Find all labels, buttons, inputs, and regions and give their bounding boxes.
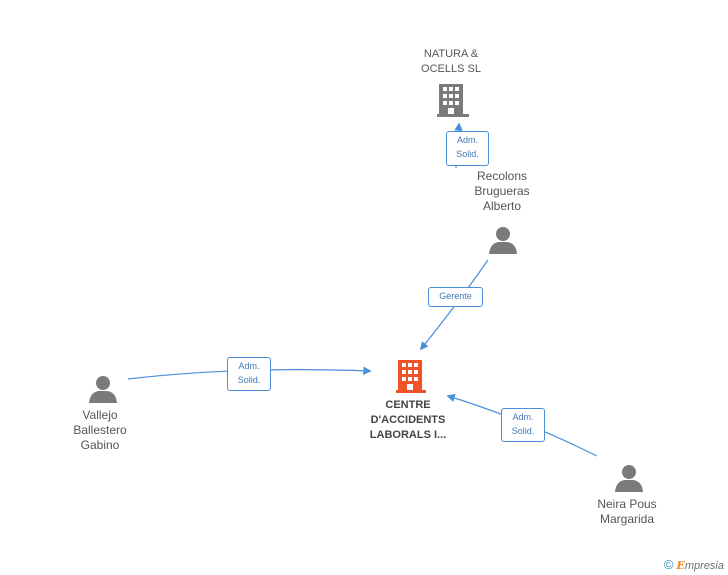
node-name: Neira Pous Margarida: [597, 497, 657, 526]
node-label-centre[interactable]: CENTRE D'ACCIDENTS LABORALS I...: [350, 398, 466, 443]
node-name: CENTRE D'ACCIDENTS LABORALS I...: [369, 399, 447, 441]
edge-label-recolons-centre[interactable]: Gerente: [428, 287, 483, 307]
edge-label-vallejo-centre[interactable]: Adm. Solid.: [227, 357, 271, 391]
brand-initial: E: [676, 559, 685, 572]
building-icon[interactable]: [437, 84, 469, 117]
brand-name: mpresia: [684, 560, 724, 572]
node-label-vallejo[interactable]: Vallejo Ballestero Gabino: [52, 408, 148, 453]
building-icon-focus[interactable]: [396, 360, 426, 393]
person-icon[interactable]: [615, 465, 643, 492]
node-label-neira[interactable]: Neira Pous Margarida: [577, 497, 677, 527]
node-name: NATURA & OCELLS SL: [421, 48, 481, 75]
edge-role: Adm. Solid.: [456, 135, 479, 159]
node-label-natura[interactable]: NATURA & OCELLS SL: [403, 47, 499, 77]
edge-label-neira-centre[interactable]: Adm. Solid.: [501, 408, 545, 442]
edge-label-recolons-natura[interactable]: Adm. Solid.: [446, 131, 489, 166]
edge-role: Gerente: [439, 291, 472, 301]
edge-role: Adm. Solid.: [237, 361, 261, 385]
node-name: Recolons Brugueras Alberto: [474, 169, 530, 213]
person-icon[interactable]: [89, 376, 117, 403]
brand-logo: ©Empresia: [664, 557, 724, 572]
node-label-recolons[interactable]: Recolons Brugueras Alberto: [452, 169, 552, 214]
edge-role: Adm. Solid.: [511, 412, 535, 436]
copyright-icon: ©: [663, 557, 674, 572]
node-name: Vallejo Ballestero Gabino: [73, 408, 127, 452]
person-icon[interactable]: [489, 227, 517, 254]
